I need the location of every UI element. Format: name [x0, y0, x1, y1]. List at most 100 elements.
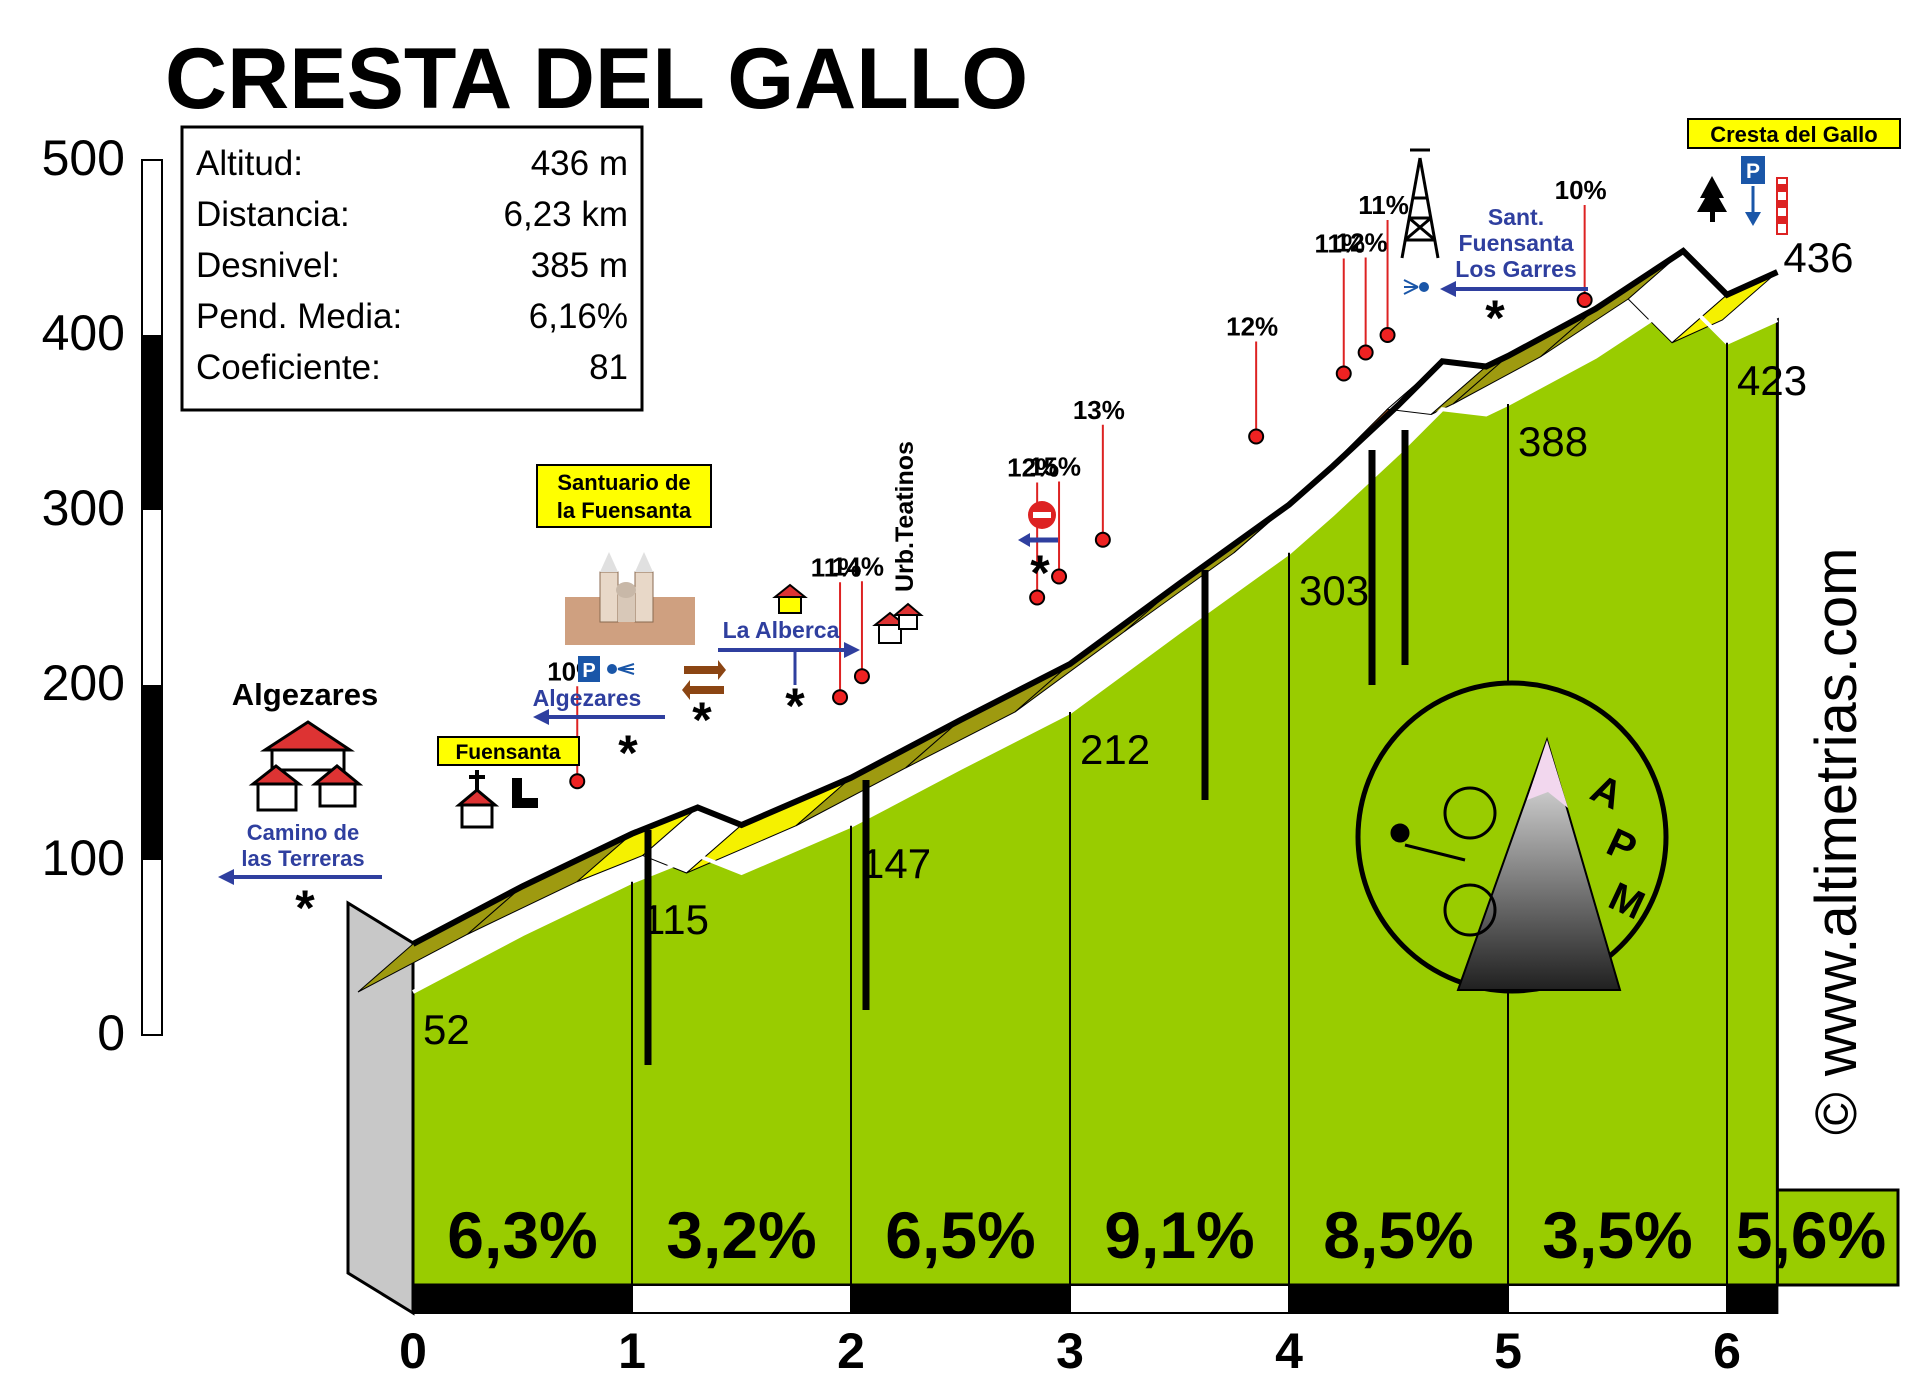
- elevation-label: 52: [423, 1006, 470, 1053]
- y-tick-label: 300: [42, 480, 125, 536]
- parking-icon: P: [1741, 156, 1765, 226]
- left-arrow-icon: [1440, 281, 1588, 297]
- altitude-scale: [141, 159, 163, 1036]
- sant-label-1: Sant.: [1488, 204, 1544, 230]
- barrier-icon: [1776, 177, 1788, 235]
- watermark: © www.altimetrias.com: [1804, 548, 1869, 1135]
- profile-road-line: [411, 247, 1779, 947]
- junction-asterisk-icon: *: [618, 725, 638, 781]
- scale-band-300-400: [142, 335, 162, 510]
- right-arrow-icon: [718, 642, 860, 685]
- camino-label-1: Camino de: [247, 820, 359, 845]
- steep-point: [1051, 568, 1068, 585]
- summit-label: Cresta del Gallo: [1710, 122, 1878, 147]
- km-gradient-label: 6,3%: [447, 1198, 597, 1272]
- santuario-label-1: Santuario de: [557, 470, 690, 495]
- y-tick-label: 100: [42, 830, 125, 886]
- steep-label: 15%: [1029, 452, 1081, 482]
- junction-asterisk-icon: *: [785, 678, 805, 734]
- steep-label: 11%: [811, 552, 862, 582]
- stat-altitud: Altitud:436 m: [196, 144, 628, 183]
- x-tick-label: 6: [1713, 1323, 1741, 1379]
- km-base-segment: [412, 1284, 633, 1314]
- svg-text:P: P: [1746, 160, 1760, 183]
- santuario-label-2: la Fuensanta: [557, 498, 692, 523]
- steep-label: 12%: [1336, 228, 1388, 258]
- elevation-label: 212: [1080, 726, 1150, 773]
- steep-label: 12%: [1226, 312, 1278, 342]
- santuario-sign: [536, 464, 712, 528]
- km-base-bar: [412, 1284, 1779, 1314]
- houses-icon: [872, 602, 924, 644]
- urb-teatinos-label: Urb.Teatinos: [891, 441, 919, 592]
- x-tick-label: 4: [1275, 1323, 1303, 1379]
- camino-label-2: las Terreras: [241, 846, 364, 871]
- sant-label-2: Fuensanta: [1458, 230, 1573, 256]
- elevation-label: 436: [1783, 234, 1853, 281]
- parking-icon: P: [578, 656, 600, 682]
- stats-box: [180, 125, 644, 412]
- y-tick-label: 0: [97, 1005, 125, 1061]
- la-alberca-label: La Alberca: [723, 617, 840, 643]
- km-gradient-label: 9,1%: [1104, 1198, 1254, 1272]
- y-tick-label: 200: [42, 655, 125, 711]
- steep-point: [853, 668, 870, 685]
- steep-label: 13%: [1073, 395, 1125, 425]
- km-gradient-label: 3,2%: [666, 1198, 816, 1272]
- x-tick-label: 0: [399, 1323, 427, 1379]
- steep-point: [1029, 589, 1046, 606]
- steep-point: [1094, 531, 1111, 548]
- elevation-label: 388: [1518, 418, 1588, 465]
- svg-text:P: P: [582, 660, 595, 682]
- fuensanta-label: Fuensanta: [455, 741, 560, 764]
- junction-asterisk-icon: *: [295, 880, 315, 936]
- junction-asterisk-icon: *: [1485, 290, 1505, 346]
- algezares-title: Algezares: [232, 677, 378, 712]
- km-gradient-label: 8,5%: [1323, 1198, 1473, 1272]
- steep-label: 12%: [1007, 453, 1059, 483]
- mountain-icon: [1456, 736, 1622, 991]
- antenna-tower-icon: [1400, 148, 1440, 259]
- left-arrow-icon: [533, 709, 665, 725]
- fuensanta-sign: [437, 736, 580, 766]
- left-arrow-icon: [218, 869, 382, 885]
- km-base-segment: [631, 1284, 852, 1314]
- junction-asterisk-icon: *: [1030, 545, 1050, 601]
- viewpoint-icon: [1403, 279, 1429, 295]
- km-base-segment: [1069, 1284, 1290, 1314]
- elevation-label: 423: [1737, 357, 1807, 404]
- km-gradient-label: 6,5%: [885, 1198, 1035, 1272]
- fountain-icon: [512, 778, 538, 808]
- steep-label: 14%: [832, 551, 884, 581]
- km-base-segment: [1726, 1284, 1779, 1314]
- two-way-traffic-icon: [682, 660, 726, 700]
- steep-point: [832, 689, 849, 706]
- stats-table: Altitud:436 m Distancia:6,23 km Desnivel…: [196, 138, 628, 393]
- profile-layer: [357, 247, 1779, 1287]
- cut-bars: [644, 430, 1409, 1065]
- elevation-label: 115: [642, 896, 709, 943]
- steep-point: [1576, 292, 1593, 308]
- y-tick-label: 500: [42, 130, 125, 186]
- km-base-segment: [1288, 1284, 1509, 1314]
- village-icon: [248, 720, 364, 812]
- steep-label: 11%: [1314, 229, 1365, 259]
- sanctuary-building-icon: [565, 552, 695, 645]
- x-tick-label: 2: [837, 1323, 865, 1379]
- x-tick-label: 3: [1056, 1323, 1084, 1379]
- steep-markers: 10%11%14%12%15%13%12%11%12%11%10%: [547, 175, 1607, 790]
- steep-label: 11%: [1358, 190, 1409, 220]
- left-arrow-icon: [1018, 533, 1058, 547]
- steep-point: [1335, 365, 1352, 382]
- steep-point: [1248, 428, 1265, 445]
- summit-sign: [1687, 118, 1901, 149]
- km-base-segment: [1507, 1284, 1728, 1314]
- km-base-segment: [850, 1284, 1071, 1314]
- house-icon: [772, 583, 808, 614]
- steep-point: [1357, 344, 1374, 361]
- x-tick-label: 1: [618, 1323, 646, 1379]
- algezares-arrow-label: Algezares: [533, 685, 642, 711]
- sant-label-3: Los Garres: [1455, 256, 1576, 282]
- viewpoint-icon: [607, 663, 635, 675]
